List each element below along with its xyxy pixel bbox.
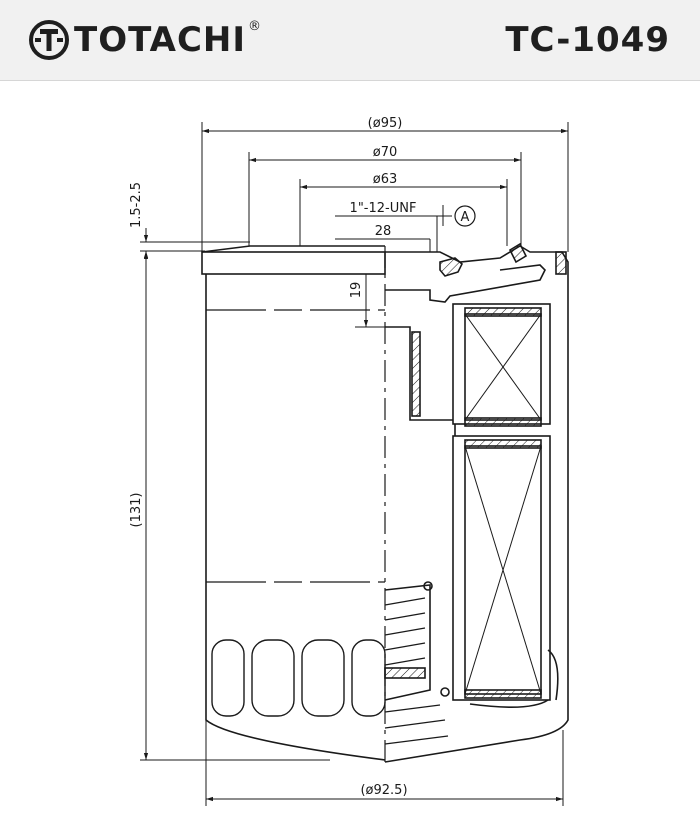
dim-thread-depth: 19 (349, 282, 364, 299)
totachi-logo-icon (29, 20, 69, 60)
brand-name: TOTACHI (74, 20, 247, 60)
header-bar: TOTACHI ® TC-1049 (0, 0, 700, 81)
filter-technical-drawing: (ø95) ø70 ø63 1"-12-UNF 28 (ø92.5) 1.5-2… (129, 116, 569, 806)
detail-callout-circle (454, 205, 476, 227)
dim-thread-length: 28 (375, 224, 392, 239)
dim-gasket-inner-diameter: ø63 (373, 172, 398, 187)
filter-exterior (201, 245, 386, 761)
dim-thread: 1"-12-UNF (350, 201, 417, 216)
filter-cross-section (384, 242, 569, 763)
detail-callout-label: A (461, 210, 470, 225)
brand-logo-group: TOTACHI ® (28, 16, 261, 64)
dim-gasket-offset: 1.5-2.5 (129, 182, 144, 228)
part-number: TC-1049 (505, 20, 670, 60)
dim-height: (131) (129, 493, 144, 528)
registered-mark: ® (248, 18, 262, 34)
dim-body-diameter: (ø92.5) (360, 783, 407, 798)
dim-outer-diameter: (ø95) (368, 116, 403, 131)
dim-gasket-diameter: ø70 (373, 145, 398, 160)
